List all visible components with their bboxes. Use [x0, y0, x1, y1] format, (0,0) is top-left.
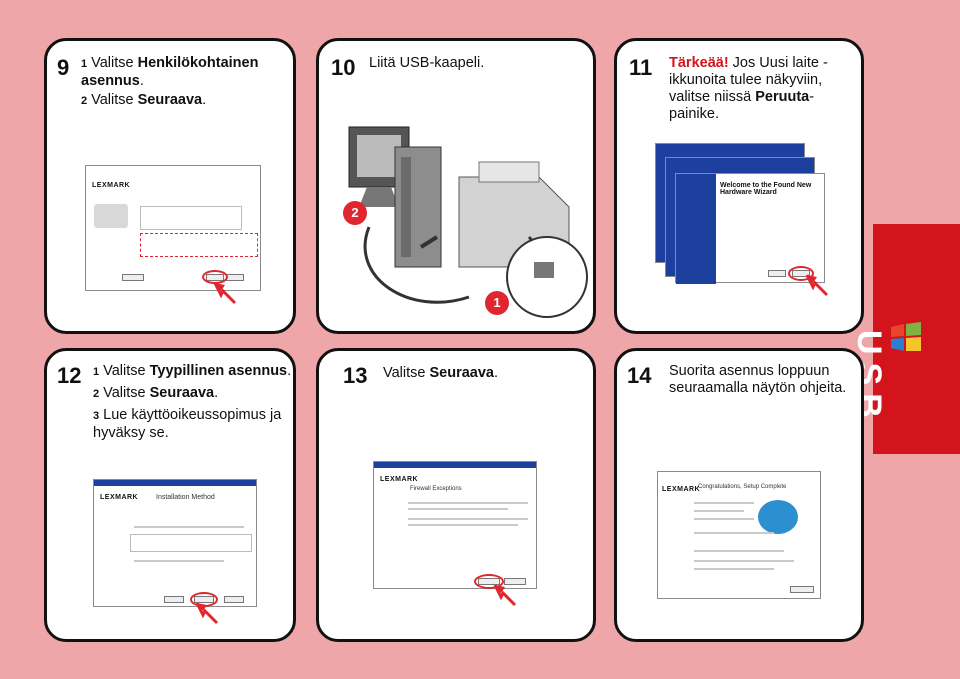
step-instructions: Valitse Seuraava. — [383, 365, 499, 381]
setup-complete-screenshot: LEXMARK Congratulations, Setup Complete — [657, 471, 821, 599]
step-number: 12 — [57, 363, 82, 388]
install-type-screenshot: LEXMARK — [85, 165, 261, 291]
callout-1-badge: 1 — [485, 291, 509, 315]
step-10-panel: 10 Liitä USB-kaapeli. 2 1 — [316, 38, 596, 334]
step-instructions: Liitä USB-kaapeli. — [369, 55, 485, 71]
pointer-arrow-icon — [213, 282, 237, 305]
pointer-arrow-icon — [493, 584, 517, 607]
pointer-arrow-icon — [195, 602, 219, 625]
step-number: 10 — [331, 55, 356, 80]
printer-image — [94, 204, 128, 228]
callout-2-badge: 2 — [343, 201, 367, 225]
step-number: 11 — [629, 55, 653, 80]
pointer-arrow-icon — [805, 274, 829, 297]
windows-logo-icon — [888, 320, 924, 356]
completion-graphic — [758, 500, 798, 534]
step-13-panel: 13 Valitse Seuraava. LEXMARK Firewall Ex… — [316, 348, 596, 642]
warning-label: Tärkeää! — [669, 55, 729, 71]
step-instructions: Suorita asennus loppuun seuraamalla näyt… — [669, 363, 847, 396]
step-11-panel: 11 Tärkeää! Jos Uusi laite -ikkunoita tu… — [614, 38, 864, 334]
step-number: 9 — [57, 55, 70, 80]
found-new-hardware-screenshot: Welcome to the Found New Hardware Wizard — [675, 173, 825, 284]
usb-connection-illustration — [348, 126, 588, 318]
firewall-exceptions-screenshot: LEXMARK Firewall Exceptions — [373, 461, 537, 589]
step-instructions: Tärkeää! Jos Uusi laite -ikkunoita tulee… — [669, 55, 828, 122]
installation-method-screenshot: LEXMARK Installation Method — [93, 479, 257, 607]
step-14-panel: 14 Suorita asennus loppuun seuraamalla n… — [614, 348, 864, 642]
step-number: 13 — [343, 363, 368, 388]
step-number: 14 — [627, 363, 652, 388]
